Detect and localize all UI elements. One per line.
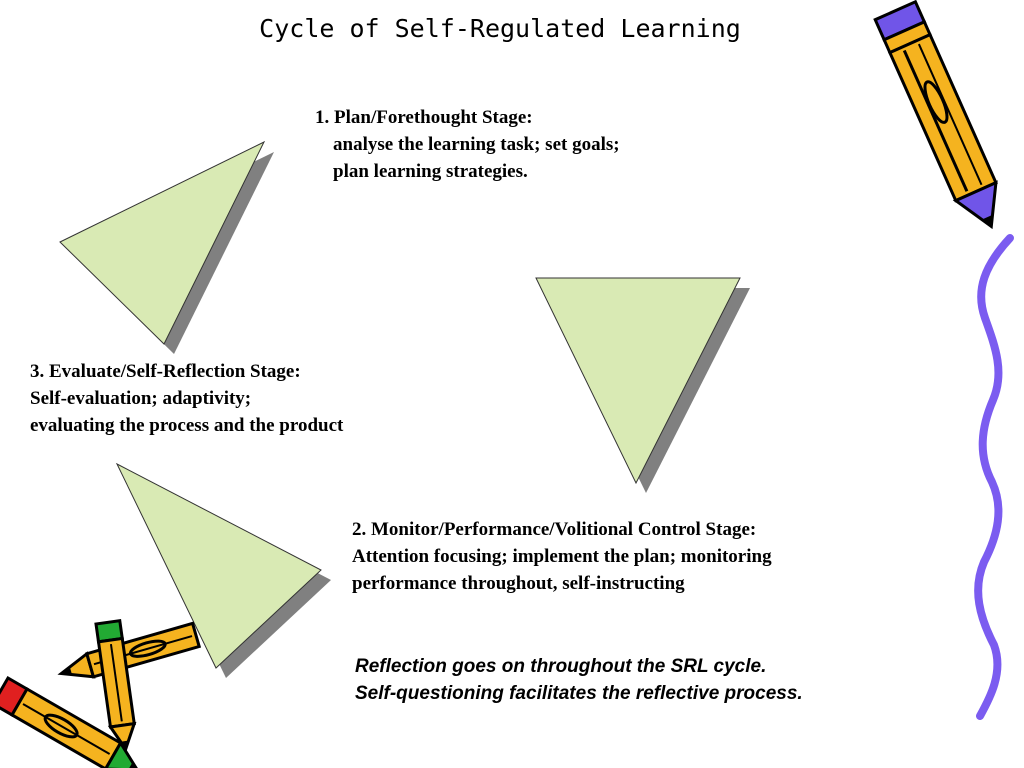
wavy-line-decoration bbox=[974, 234, 1014, 720]
stage-evaluate-text: 3. Evaluate/Self-Reflection Stage: Self-… bbox=[30, 358, 343, 439]
stage-monitor-line-1: Attention focusing; implement the plan; … bbox=[352, 546, 772, 567]
reflection-note-line-1: Reflection goes on throughout the SRL cy… bbox=[355, 656, 767, 677]
crossed-pencils-clipart-icon bbox=[0, 618, 202, 768]
reflection-note-line-2: Self-questioning facilitates the reflect… bbox=[355, 683, 803, 704]
triangle-shape bbox=[59, 140, 266, 345]
stage-evaluate-heading: 3. Evaluate/Self-Reflection Stage: bbox=[30, 361, 301, 382]
pencil-clipart-icon bbox=[873, 0, 998, 230]
stage-monitor-line-2: performance throughout, self-instructing bbox=[352, 573, 685, 594]
stage-monitor-heading: 2. Monitor/Performance/Volitional Contro… bbox=[352, 519, 757, 540]
stage-evaluate-line-1: Self-evaluation; adaptivity; bbox=[30, 388, 252, 409]
stage-plan-line-1: analyse the learning task; set goals; bbox=[333, 134, 620, 155]
cycle-triangle-plan bbox=[59, 140, 274, 354]
triangle-shape bbox=[535, 277, 741, 485]
cycle-triangle-monitor bbox=[535, 277, 750, 493]
stage-evaluate-line-2: evaluating the process and the product bbox=[30, 415, 344, 436]
cycle-triangle-evaluate bbox=[115, 462, 331, 678]
stage-plan-heading: 1. Plan/Forethought Stage: bbox=[315, 107, 533, 128]
reflection-note: Reflection goes on throughout the SRL cy… bbox=[355, 653, 803, 707]
stage-plan-text: 1. Plan/Forethought Stage: analyse the l… bbox=[315, 104, 620, 185]
slide-title: Cycle of Self-Regulated Learning bbox=[259, 14, 741, 43]
stage-plan-line-2: plan learning strategies. bbox=[333, 161, 528, 182]
triangle-shape bbox=[115, 462, 322, 669]
stage-monitor-text: 2. Monitor/Performance/Volitional Contro… bbox=[352, 516, 772, 597]
